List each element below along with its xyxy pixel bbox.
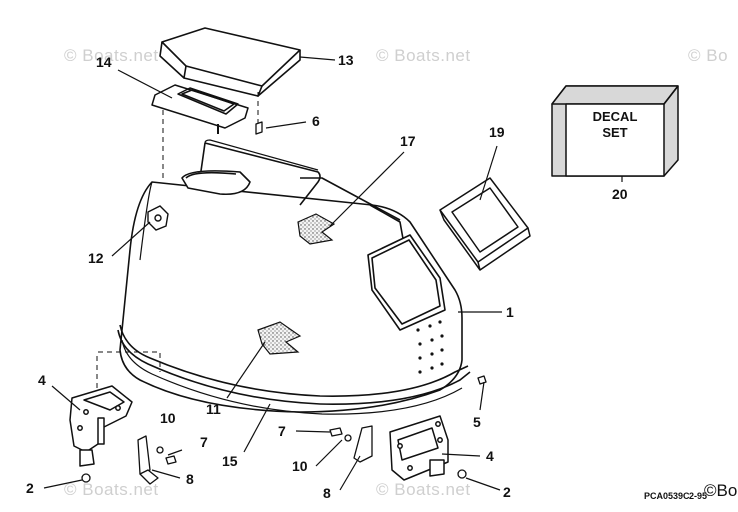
watermark: © Boats.net [376,46,471,65]
callout-19: 19 [489,124,505,140]
callout-11: 11 [206,401,221,417]
motor-cover [117,139,471,415]
callout-7: 7 [200,434,208,450]
callout-1: 1 [506,304,514,320]
watermark: © Boats.net [376,480,471,499]
hidden-guidelines [96,92,259,388]
hood-lid [159,27,301,97]
callout-12: 12 [88,250,104,266]
callout-2: 2 [26,480,34,496]
decal-box [551,85,679,177]
callout-8: 8 [186,471,194,487]
small-hardware [81,121,487,485]
callout-4: 4 [486,448,494,464]
bracket-right [389,415,449,481]
callout-14: 14 [96,54,112,70]
window-frame-19 [439,177,531,271]
watermark: © Boats.net [64,46,159,65]
watermark: © Bo [688,46,729,65]
callout-7: 7 [278,423,286,439]
callout-20: 20 [612,186,628,202]
callout-10: 10 [160,410,176,426]
callout-15: 15 [222,453,238,469]
latch-knob-12 [147,205,169,231]
leader-lines [43,56,623,491]
callout-8: 8 [323,485,331,501]
callout-5: 5 [473,414,481,430]
decal-label-line1: DECAL [592,109,638,124]
bracket-left [69,385,133,467]
callout-17: 17 [400,133,416,149]
decal-label-line2: SET [602,125,628,140]
callout-13: 13 [338,52,354,68]
callout-2: 2 [503,484,511,500]
corner-watermark: ©Bo [704,481,738,500]
decal-pads [257,213,336,355]
callout-6: 6 [312,113,320,129]
seal-plate [151,84,249,134]
watermark: © Boats.net [64,480,159,499]
drawing-code-suffix: 2-95 [689,491,708,501]
callout-4: 4 [38,372,46,388]
drawing-code: PCA0539C [644,491,690,501]
callout-10: 10 [292,458,308,474]
